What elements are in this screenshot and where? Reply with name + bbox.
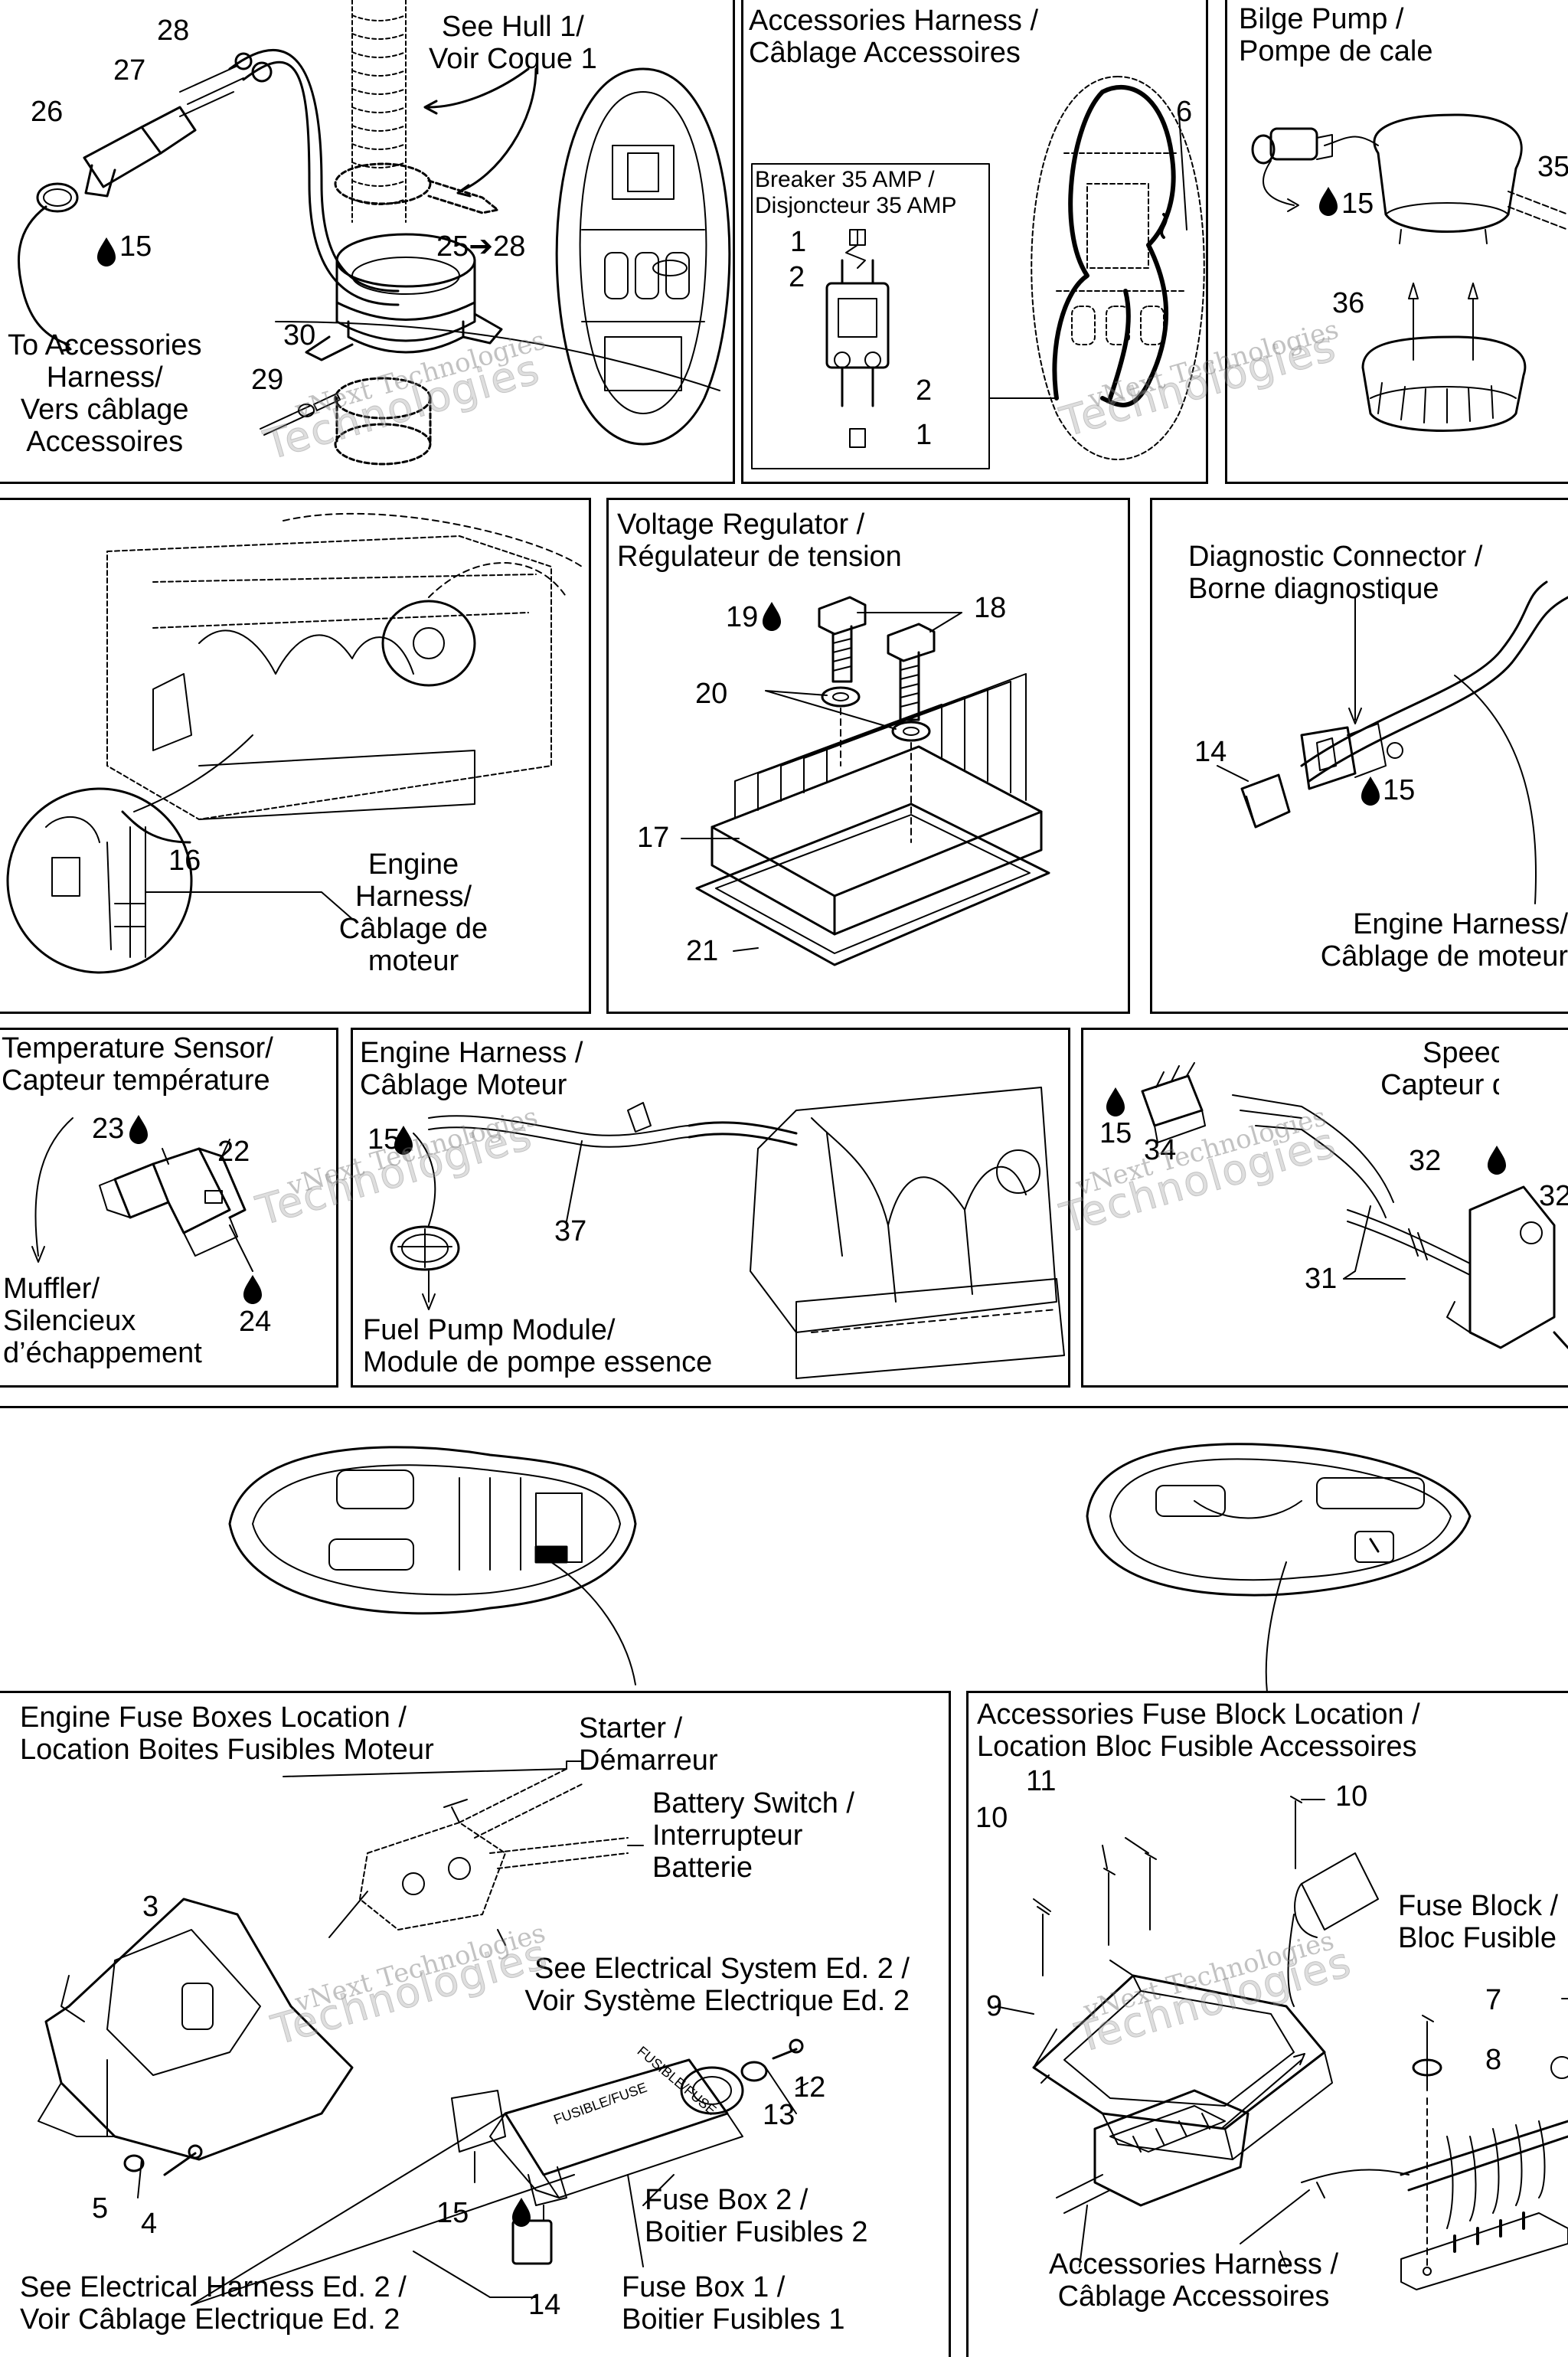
callout-32-b: 32 — [1539, 1180, 1568, 1212]
panel-engine-fuse-boxes — [0, 1691, 951, 2357]
voltage-regulator-drawing — [681, 596, 1050, 966]
callout-35: 35 — [1537, 151, 1568, 183]
callout-29: 29 — [251, 364, 284, 396]
grease-drop-icons — [97, 187, 1506, 2227]
bilge-pump-title: Bilge Pump / Pompe de cale — [1239, 3, 1433, 67]
panel-hull — [0, 0, 735, 484]
engine-harness-label: Engine Harness/ Câblage de moteur — [338, 848, 488, 977]
panel-engine-harness-mid — [351, 1028, 1070, 1388]
fuse-box-2-label: Fuse Box 2 / Boitier Fusibles 2 — [645, 2184, 868, 2248]
callout-1-top: 1 — [790, 226, 807, 258]
callout-14-diag: 14 — [1194, 736, 1227, 768]
engine-fuse-drawing — [38, 1760, 808, 2306]
callout-20: 20 — [695, 678, 728, 710]
engine-harness-mid-title: Engine Harness / Câblage Moteur — [360, 1037, 583, 1101]
hull-drawing — [17, 0, 731, 466]
callout-4: 4 — [141, 2208, 158, 2240]
callout-24: 24 — [239, 1306, 272, 1338]
callout-13: 13 — [763, 2099, 795, 2131]
panel-bilge-pump — [1225, 0, 1568, 484]
callout-30: 30 — [283, 319, 316, 351]
hull-views-drawing — [228, 1443, 1472, 1693]
fuel-pump-label: Fuel Pump Module/ Module de pompe essenc… — [363, 1314, 713, 1378]
accessories-harness-bottom-label: Accessories Harness / Câblage Accessoire… — [1049, 2248, 1339, 2313]
panel-accessories-fuse-block — [966, 1691, 1568, 2357]
callout-26: 26 — [31, 96, 64, 128]
callout-27: 27 — [113, 54, 146, 87]
callout-36: 36 — [1332, 287, 1365, 319]
acc-fuse-title: Accessories Fuse Block Location / Locati… — [977, 1698, 1420, 1763]
callout-5: 5 — [92, 2192, 109, 2225]
callout-21: 21 — [686, 935, 719, 967]
callout-15-speed: 15 — [1099, 1117, 1132, 1149]
callout-9: 9 — [986, 1990, 1003, 2022]
callout-2-top: 2 — [789, 261, 805, 293]
callout-15-fuse: 15 — [436, 2197, 469, 2229]
see-electrical-system-label: See Electrical System Ed. 2 / Voir Systè… — [524, 1953, 910, 2017]
callout-16: 16 — [168, 845, 201, 877]
callout-8: 8 — [1485, 2044, 1502, 2076]
panel-temperature-sensor — [0, 1028, 338, 1388]
diagnostic-title: Diagnostic Connector / Borne diagnostiqu… — [1188, 541, 1483, 605]
temperature-title: Temperature Sensor/ Capteur température — [2, 1032, 273, 1097]
panel-speed-sensor — [1081, 1028, 1568, 1388]
see-hull-callout: See Hull 1/ Voir Coque 1 — [429, 11, 597, 75]
callout-28: 28 — [157, 15, 190, 47]
callout-7: 7 — [1485, 1984, 1502, 2016]
panel-voltage-regulator — [606, 498, 1130, 1014]
callout-19: 19 — [726, 601, 759, 633]
callout-17: 17 — [637, 822, 670, 854]
diagnostic-drawing — [1217, 580, 1568, 904]
row-divider — [0, 1406, 1568, 1408]
accessories-harness-drawing — [751, 76, 1205, 469]
callout-12: 12 — [793, 2071, 826, 2104]
callout-15: 15 — [119, 230, 152, 263]
callout-31: 31 — [1305, 1263, 1338, 1295]
callout-6: 6 — [1176, 96, 1193, 128]
accessories-fuse-drawing — [995, 1796, 1568, 2290]
panel-diagnostic-connector — [1150, 498, 1568, 1014]
starter-label: Starter / Démarreur — [579, 1712, 718, 1777]
callout-14-fuse: 14 — [528, 2289, 561, 2321]
temperature-sensor-drawing — [31, 1117, 253, 1272]
callout-1-bottom: 1 — [916, 419, 933, 451]
accessories-harness-title: Accessories Harness / Câblage Accessoire… — [749, 5, 1039, 69]
callout-32-a: 32 — [1409, 1145, 1442, 1177]
callout-25-28: 25➔28 — [436, 230, 526, 263]
breaker-label: Breaker 35 AMP / Disjoncteur 35 AMP — [755, 167, 957, 218]
battery-switch-label: Battery Switch / Interrupteur Batterie — [652, 1787, 854, 1884]
see-electrical-harness-label: See Electrical Harness Ed. 2 / Voir Câbl… — [20, 2271, 407, 2336]
callout-10-right: 10 — [1335, 1780, 1368, 1813]
callout-37: 37 — [554, 1215, 587, 1247]
callout-3: 3 — [142, 1891, 159, 1923]
callout-10-left: 10 — [975, 1802, 1008, 1834]
callout-22: 22 — [217, 1136, 250, 1168]
muffler-label: Muffler/ Silencieux d’échappement — [3, 1273, 202, 1369]
speed-sensor-drawing — [1141, 1062, 1568, 1349]
callout-15-mid: 15 — [368, 1123, 400, 1156]
fuse-block-label: Fuse Block / Bloc Fusible — [1398, 1890, 1559, 1954]
callout-15-bilge: 15 — [1341, 188, 1374, 220]
voltage-regulator-title: Voltage Regulator / Régulateur de tensio… — [617, 508, 902, 573]
callout-11: 11 — [1026, 1765, 1057, 1797]
to-accessories-note: To Accessories Harness/ Vers câblage Acc… — [8, 329, 202, 458]
callout-18: 18 — [974, 592, 1007, 624]
engine-left-drawing — [6, 512, 583, 974]
engine-mid-drawing — [390, 1087, 1065, 1379]
callout-34: 34 — [1144, 1134, 1177, 1166]
fuse-box-1-label: Fuse Box 1 / Boitier Fusibles 1 — [622, 2271, 845, 2336]
speed-sensor-title: Speed Sensor / Capteur de vitesse — [1380, 1037, 1507, 1101]
bilge-pump-drawing — [1251, 113, 1568, 432]
callout-15-diag: 15 — [1383, 774, 1416, 806]
panel-engine-harness-left — [0, 498, 591, 1014]
callout-2-bottom: 2 — [916, 374, 933, 407]
engine-harness-right-label: Engine Harness/ Câblage de moteur — [1320, 908, 1568, 973]
engine-fuse-title: Engine Fuse Boxes Location / Location Bo… — [20, 1702, 434, 1766]
callout-23: 23 — [92, 1113, 125, 1145]
